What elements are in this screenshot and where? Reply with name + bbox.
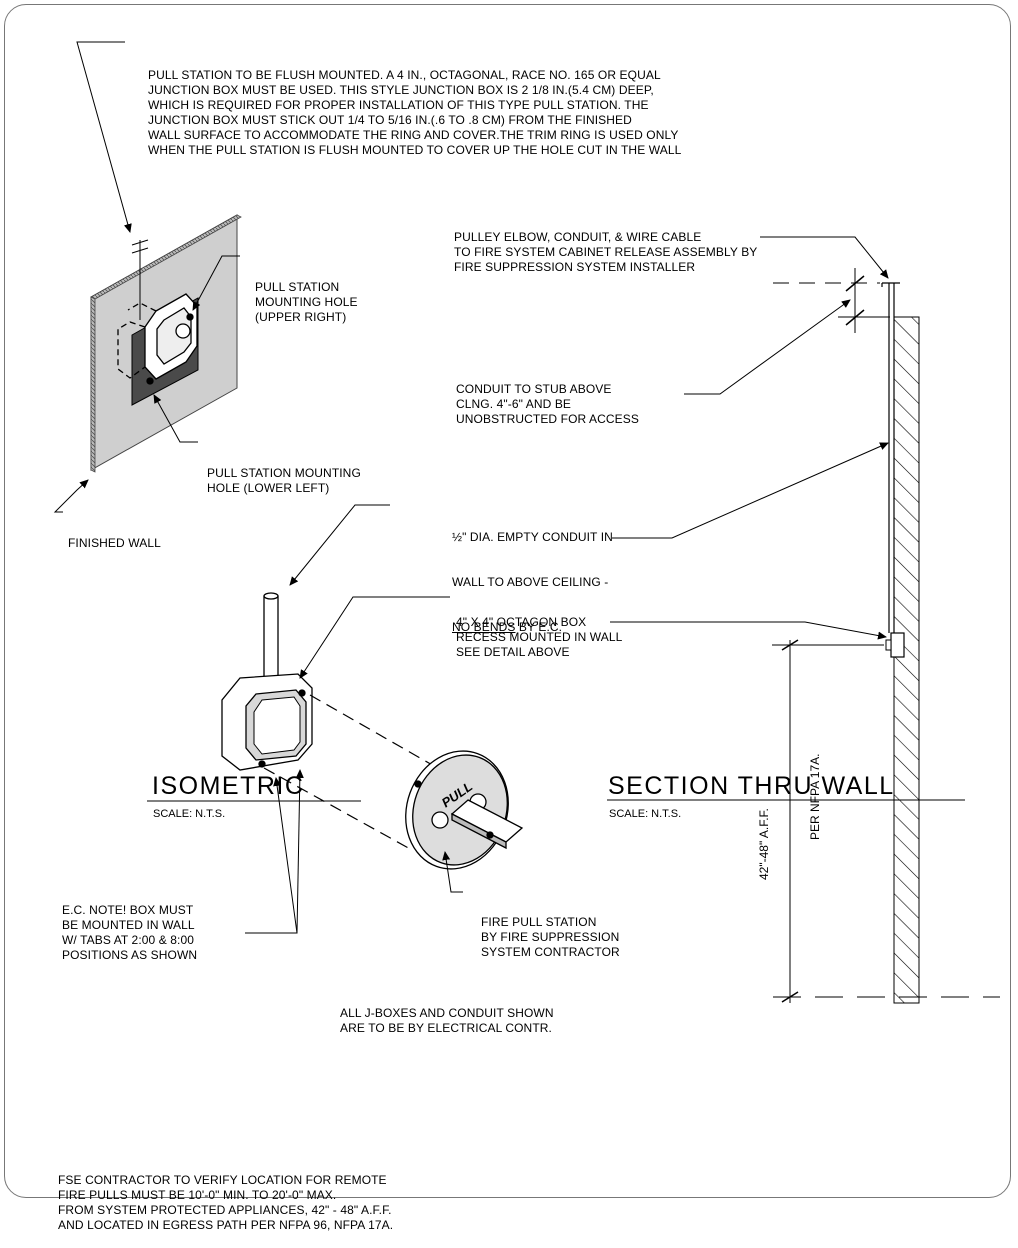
leader-pulley-elbow xyxy=(760,236,889,279)
leader-octagon-box-iso xyxy=(299,596,450,679)
drawing-border xyxy=(4,4,1011,1198)
section-octagon-box xyxy=(890,632,905,658)
finished-wall-label: FINISHED WALL xyxy=(68,536,161,550)
pull-station-flush-note: PULL STATION TO BE FLUSH MOUNTED. A 4 IN… xyxy=(148,68,682,157)
section-title: SECTION THRU WALL xyxy=(608,772,895,800)
octagon-box-bottom xyxy=(221,673,313,771)
empty-conduit-note: ½" DIA. EMPTY CONDUIT IN WALL TO ABOVE C… xyxy=(452,530,613,634)
height-dimension-label: 42"-48" A.F.F. xyxy=(757,808,771,880)
leader-empty-conduit-iso xyxy=(289,504,390,586)
isometric-scale: SCALE: N.T.S. xyxy=(153,808,226,820)
projection-line-bottom xyxy=(263,767,413,851)
leader-conduit-stub xyxy=(684,299,851,395)
section-scale: SCALE: N.T.S. xyxy=(609,808,682,820)
leader-ec-2 xyxy=(295,769,304,934)
pull-station-cover xyxy=(405,750,524,870)
isometric-title: ISOMETRIC xyxy=(152,772,305,800)
leader-fire-pull xyxy=(442,851,463,893)
leader-upper-hole xyxy=(192,255,240,311)
leader-empty-conduit-section xyxy=(612,442,889,539)
leader-finished-wall xyxy=(53,479,89,513)
leader-pull-note xyxy=(76,41,132,233)
fse-note: FSE CONTRACTOR TO VERIFY LOCATION FOR RE… xyxy=(58,1173,394,1232)
junction-box-top xyxy=(117,293,198,385)
leader-octagon-section xyxy=(610,621,887,640)
section-wall xyxy=(893,316,920,1004)
leader-lower-hole xyxy=(153,394,198,443)
drawing-canvas xyxy=(53,41,1000,1004)
